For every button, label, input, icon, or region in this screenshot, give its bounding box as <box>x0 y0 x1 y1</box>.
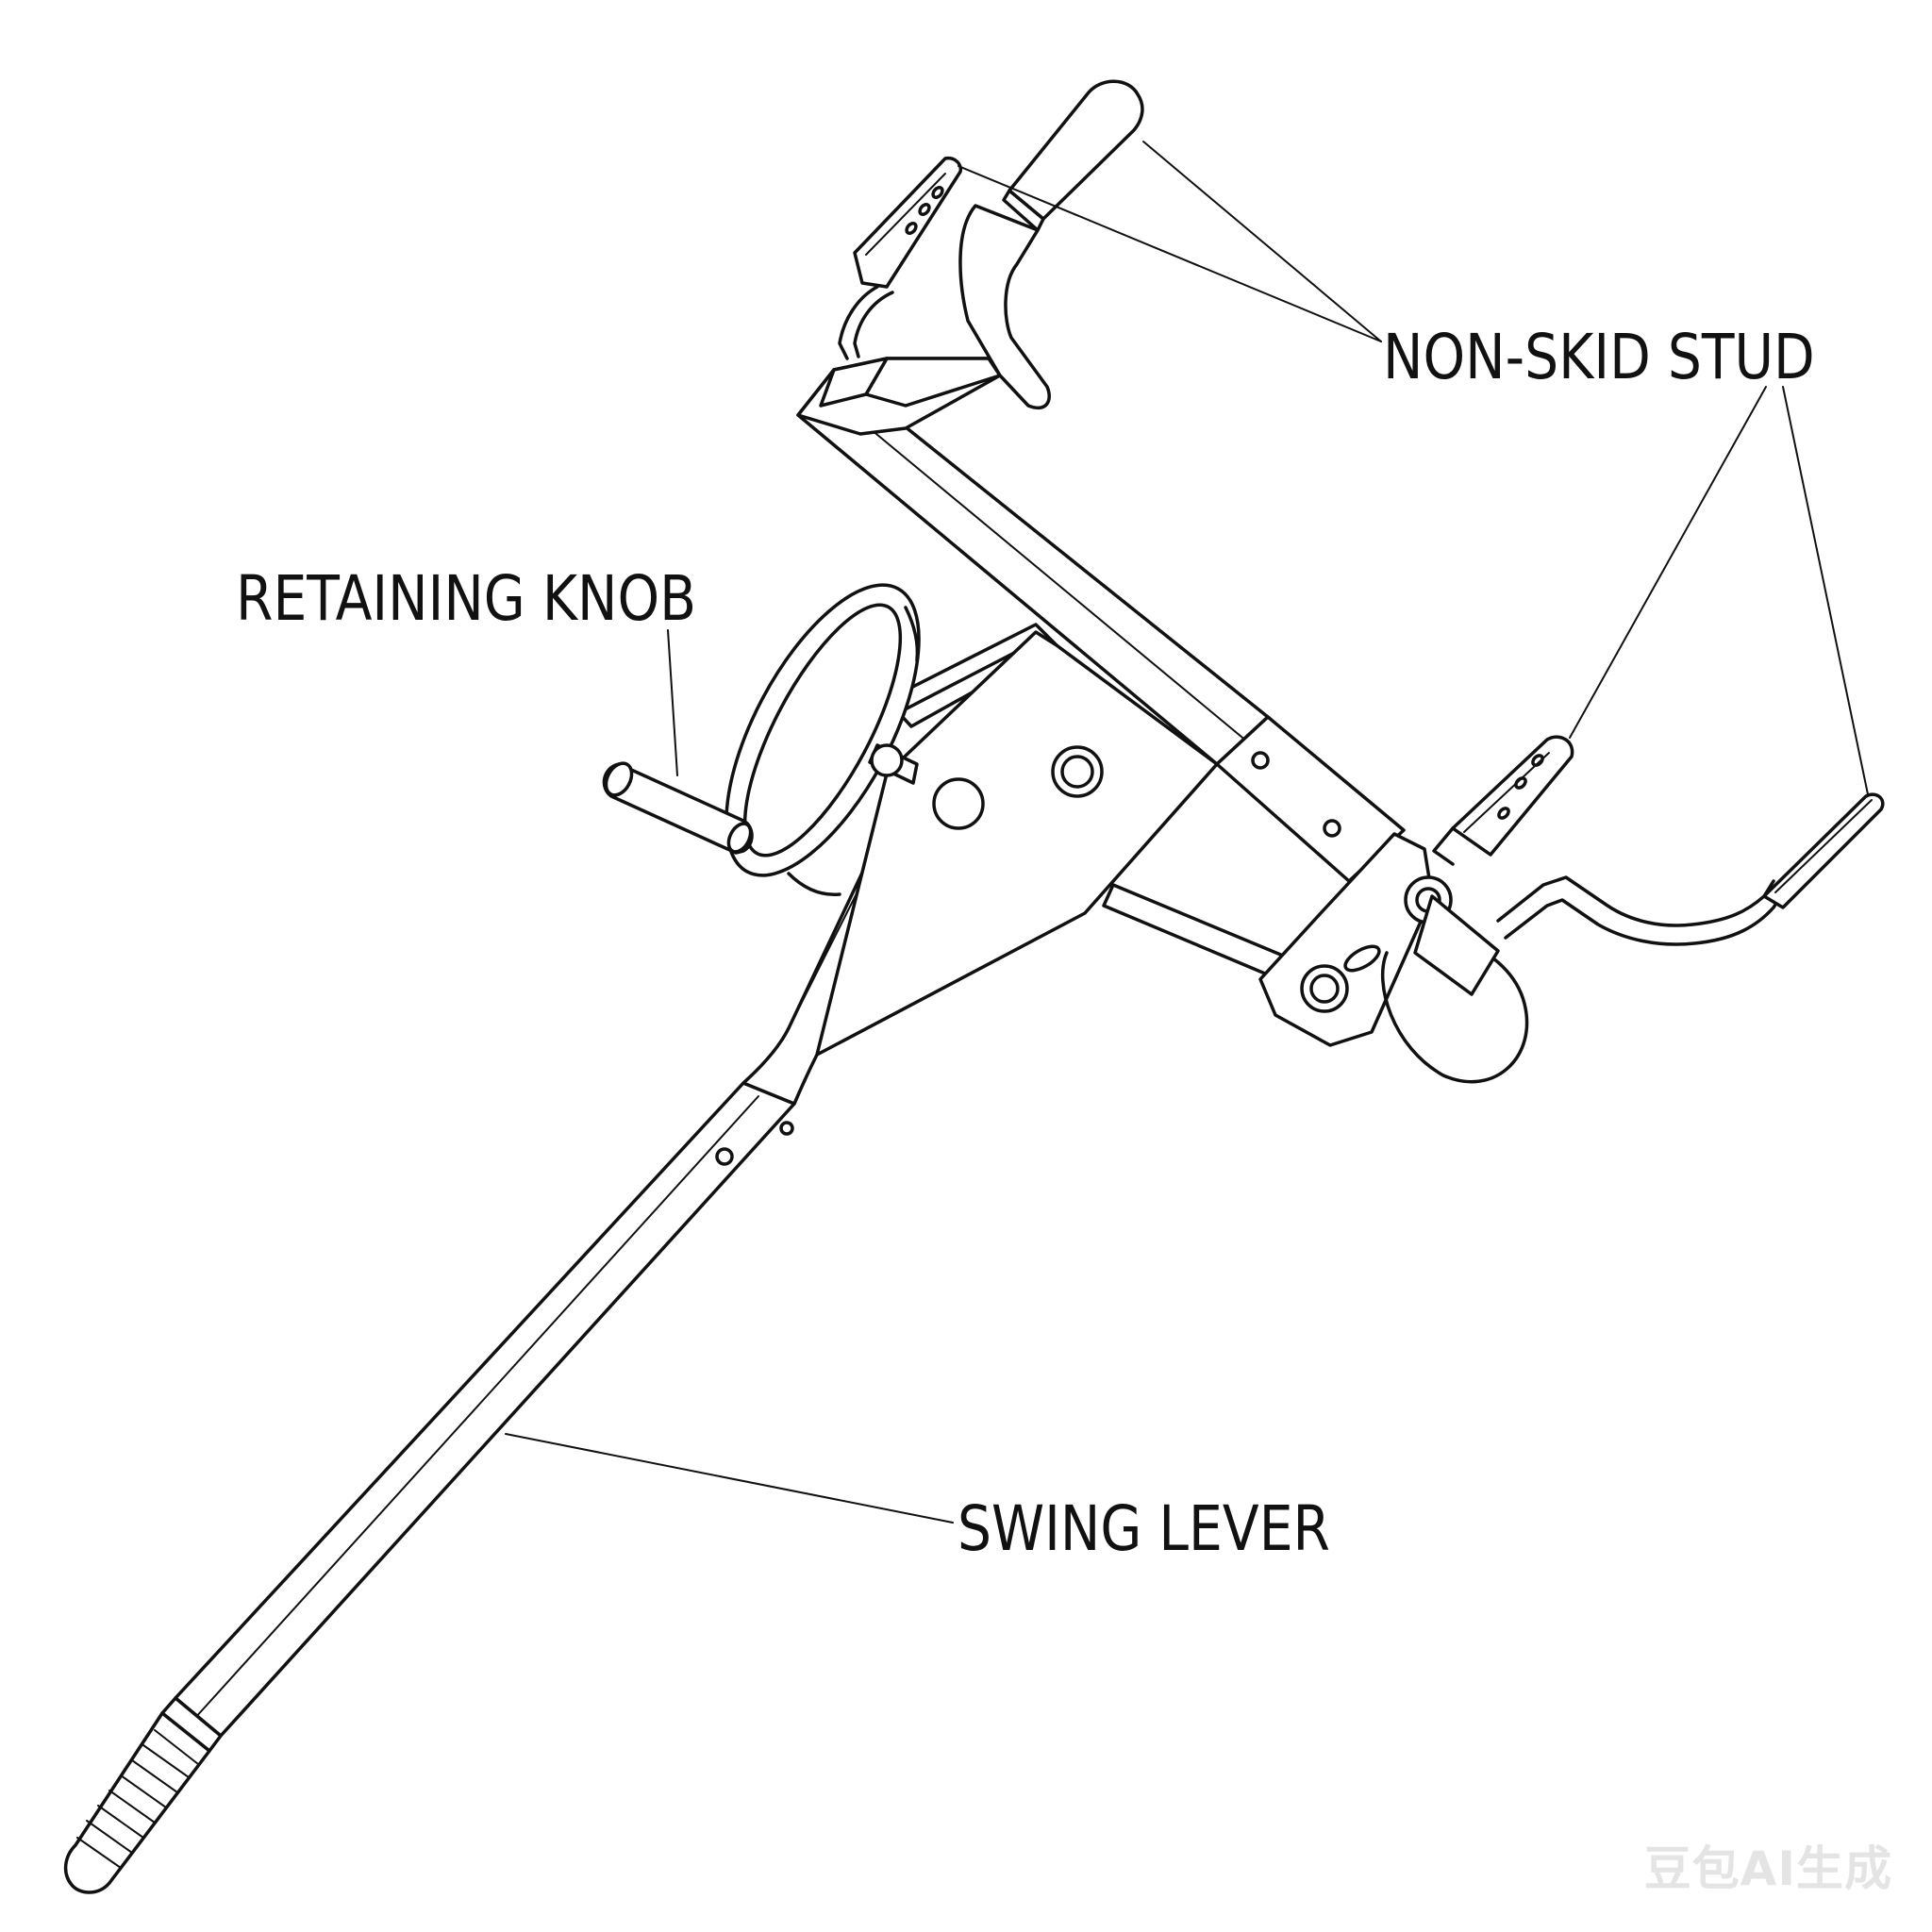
main-bar <box>796 368 1406 883</box>
non-skid-stud-right <box>1432 735 1574 866</box>
leader-retaining-knob <box>667 629 678 776</box>
plate-hole <box>932 777 985 830</box>
leader-stud-far-right <box>1782 386 1869 795</box>
swing-lever-tube <box>160 1081 796 1753</box>
leader-stud-right <box>1569 386 1767 739</box>
non-skid-stud-left <box>838 156 963 360</box>
side-plate <box>815 630 1219 1057</box>
leader-stud-top <box>1142 141 1382 342</box>
plate-bolt <box>1051 745 1104 798</box>
label-retaining-knob: RETAINING KNOB <box>236 562 697 635</box>
leader-lines <box>505 141 1869 1524</box>
non-skid-stud-far-right <box>1496 792 1885 946</box>
lower-rod <box>1102 883 1296 983</box>
retaining-knob-assembly <box>602 583 921 896</box>
watermark: 豆包AI生成 <box>1643 1841 1892 1896</box>
pivot-bracket <box>1258 832 1529 1084</box>
top-cradle <box>796 357 1002 436</box>
lever-grip <box>63 1711 211 1894</box>
label-non-skid-stud: NON-SKID STUD <box>1383 321 1815 393</box>
pivot-bolt-lower <box>1300 964 1349 1013</box>
leader-swing-lever <box>505 1433 954 1524</box>
non-skid-stud-top <box>958 79 1144 409</box>
label-swing-lever: SWING LEVER <box>958 1492 1330 1565</box>
leader-stud-left <box>958 165 1382 342</box>
